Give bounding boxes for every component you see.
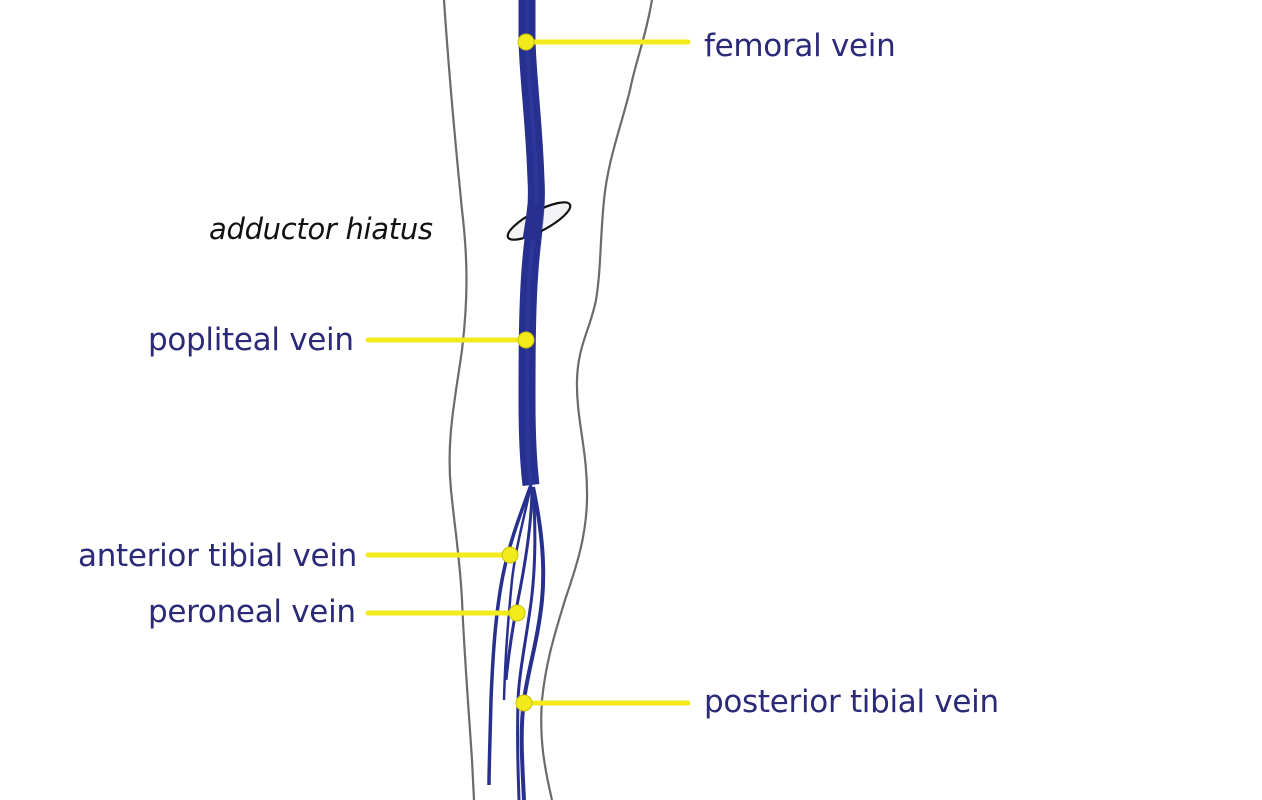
label-popliteal-vein: popliteal vein — [148, 322, 354, 358]
posterior-tibial-vein-2 — [516, 486, 537, 800]
leg-outline-left — [442, 0, 476, 800]
anterior-tibial-vein — [487, 484, 533, 786]
leader-femoral — [517, 33, 691, 51]
label-adductor-hiatus: adductor hiatus — [209, 212, 433, 246]
label-peroneal-vein: peroneal vein — [148, 594, 356, 630]
leg-outline-right — [540, 0, 654, 800]
label-anterior-tibial-vein: anterior tibial vein — [78, 538, 357, 574]
anterior-tibial-vein-2 — [502, 484, 533, 701]
peroneal-vein — [504, 486, 534, 681]
femoral-popliteal-vein-trunk — [518, 0, 545, 487]
leader-posterior-tibial — [515, 694, 691, 712]
vein-over-ring — [522, 204, 545, 242]
label-posterior-tibial-vein: posterior tibial vein — [704, 684, 999, 720]
vein-highlight — [524, 0, 539, 486]
leader-peroneal — [365, 604, 526, 622]
leader-popliteal — [365, 331, 535, 349]
posterior-tibial-vein — [519, 486, 546, 800]
leader-anterior-tibial — [365, 546, 519, 564]
label-femoral-vein: femoral vein — [704, 28, 896, 64]
